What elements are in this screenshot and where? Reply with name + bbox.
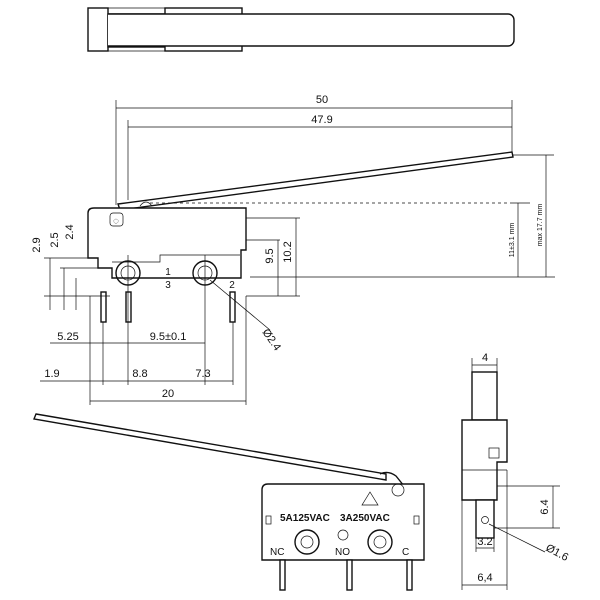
top-view-body-left	[87, 7, 109, 52]
side-view: 4 6.4 3.2 Ø1.6 6,4	[461, 352, 571, 590]
iso-hole-nc	[294, 529, 320, 555]
dim-top-width: 4	[482, 352, 488, 364]
top-view-lever	[108, 13, 515, 47]
dim-2-4: 2.4	[64, 224, 76, 239]
iso-plunger	[391, 483, 405, 497]
leader-pin-dia	[488, 523, 546, 553]
dim-2-9: 2.9	[31, 237, 43, 252]
leader-hole-dia	[209, 279, 271, 331]
rating-3a: 3A250VAC	[340, 513, 390, 524]
dim-47-9: 47.9	[311, 114, 332, 126]
side-body	[461, 419, 508, 501]
iso-pin-nc	[279, 559, 286, 591]
body-inner-step	[112, 254, 240, 263]
dim-3-2: 3.2	[477, 536, 492, 548]
top-view	[87, 7, 515, 52]
iso-side-notch-right	[413, 515, 420, 525]
iso-lever-hinge	[379, 471, 405, 487]
terminal-label-1: 1	[165, 267, 171, 278]
label-nc: NC	[270, 547, 284, 558]
dim-pitch: 9.5±0.1	[150, 331, 187, 343]
side-terminal	[475, 499, 495, 539]
dim-2-5: 2.5	[49, 232, 61, 247]
dim-pin-dia: Ø1.6	[544, 542, 571, 564]
dim-1-9: 1.9	[44, 368, 59, 380]
dim-max-position: max 17.7 mm	[537, 204, 544, 247]
side-terminal-hole	[481, 516, 489, 524]
plunger-mark: ◌	[113, 216, 119, 227]
dim-9-5: 9.5	[264, 248, 276, 263]
iso-lever	[33, 413, 387, 481]
side-plunger	[471, 371, 498, 421]
dim-10-2: 10.2	[282, 241, 294, 262]
dim-bottom-width: 6,4	[477, 572, 492, 584]
iso-side-notch-left	[265, 515, 272, 525]
iso-pin-c	[406, 559, 413, 591]
label-no: NO	[335, 547, 350, 558]
iso-hole-c	[367, 529, 393, 555]
iso-hole-c-inner	[373, 535, 387, 549]
side-notch	[488, 447, 500, 459]
dim-free-position: 11±3.1 mm	[509, 223, 516, 258]
pin-no	[125, 291, 132, 323]
dim-8-8: 8.8	[132, 368, 147, 380]
dim-50: 50	[316, 94, 328, 106]
plunger	[109, 212, 124, 227]
iso-view: 5A125VAC 3A250VAC NC NO C	[33, 413, 425, 591]
front-view: 50 47.9 11±3.1 mm max 17.7 mm ◌ 1 3 2	[31, 94, 555, 405]
iso-switch-body	[261, 483, 425, 561]
dim-20: 20	[162, 388, 174, 400]
pin-nc	[100, 291, 107, 323]
pin-c	[229, 291, 236, 323]
label-c: C	[402, 547, 409, 558]
rating-5a: 5A125VAC	[280, 513, 330, 524]
dim-7-3: 7.3	[195, 368, 210, 380]
dim-6-4-vertical: 6.4	[539, 499, 551, 514]
lever-hinge	[139, 201, 153, 207]
dim-hole-dia: Ø2.4	[260, 327, 284, 353]
terminal-label-3: 3	[165, 280, 171, 291]
terminal-label-2: 2	[229, 280, 235, 291]
iso-cert-mark	[361, 491, 379, 506]
lever-arm	[117, 151, 514, 211]
iso-hole-nc-inner	[300, 535, 314, 549]
dim-5-25: 5.25	[57, 331, 78, 343]
iso-cert-circle	[337, 529, 349, 541]
iso-pin-no	[346, 559, 353, 591]
